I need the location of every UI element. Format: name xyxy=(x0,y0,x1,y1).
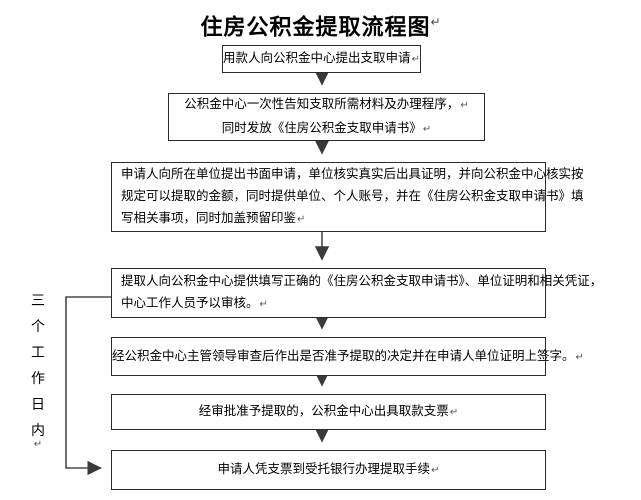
node-6-line-1: 经审批准予提取的，公积金中心出具取款支票↵ xyxy=(198,403,459,418)
pilcrow-mark: ↵ xyxy=(449,407,459,418)
page-title: 住房公积金提取流程图↵ xyxy=(0,8,641,42)
flowchart-node-1[interactable]: 用款人向公积金中心提出支取申请↵ xyxy=(222,45,421,73)
side-label-char-2: 个 xyxy=(31,319,45,335)
node-2-line-1: 公积金中心一次性告知支取所需材料及办理程序，↵ xyxy=(184,96,469,111)
node-3-line-1: 申请人向所在单位提出书面申请，单位核实真实后出具证明，并向公积金中心核实按 xyxy=(121,166,584,181)
flowchart-node-7[interactable]: 申请人凭支票到受托银行办理提取手续↵ xyxy=(111,450,546,490)
flowchart-node-4[interactable]: 提取人向公积金中心提供填写正确的《住房公积金支取申请书》、单位证明和相关凭证， … xyxy=(111,268,603,318)
pilcrow-mark: ↵ xyxy=(431,465,440,476)
page-title-text: 住房公积金提取流程图 xyxy=(200,15,431,41)
node-4-line-1: 提取人向公积金中心提供填写正确的《住房公积金支取申请书》、单位证明和相关凭证， xyxy=(121,273,603,288)
flowchart-node-5[interactable]: 经公积金中心主管领导审查后作出是否准予提取的决定并在申请人单位证明上签字。↵ xyxy=(111,337,584,376)
side-label-char-6: 内 xyxy=(31,423,45,439)
edge-node4-node7-bracket xyxy=(65,296,111,476)
flowchart-node-2[interactable]: 公积金中心一次性告知支取所需材料及办理程序，↵ 同时发放《住房公积金支取申请书》… xyxy=(168,93,485,141)
node-2-line-2: 同时发放《住房公积金支取申请书》↵ xyxy=(221,120,432,135)
node-1-line-1: 用款人向公积金中心提出支取申请↵ xyxy=(223,50,420,65)
side-label-char-5: 日 xyxy=(31,397,45,413)
side-label-char-4: 作 xyxy=(31,371,45,387)
side-label-char-1: 三 xyxy=(31,293,45,309)
node-3-line-2: 规定可以提取的金额，同时提供单位、个人账号，并在《住房公积金支取申请书》填 xyxy=(121,188,584,203)
pilcrow-mark: ↵ xyxy=(259,299,268,310)
pilcrow-mark: ↵ xyxy=(422,124,432,135)
node-3-line-3: 写相关事项，同时加盖预留印鉴↵ xyxy=(121,210,306,225)
side-label-char-3: 工 xyxy=(31,345,45,361)
node-7-line-1: 申请人凭支票到受托银行办理提取手续↵ xyxy=(217,461,440,476)
flowchart-node-3[interactable]: 申请人向所在单位提出书面申请，单位核实真实后出具证明，并向公积金中心核实按 规定… xyxy=(111,162,584,232)
pilcrow-mark: ↵ xyxy=(575,351,584,363)
pilcrow-mark: ↵ xyxy=(411,54,420,65)
flowchart-node-6[interactable]: 经审批准予提取的，公积金中心出具取款支票↵ xyxy=(111,394,546,430)
side-label-pilcrow: ↵ xyxy=(33,439,43,450)
pilcrow-mark: ↵ xyxy=(430,15,441,29)
pilcrow-mark: ↵ xyxy=(297,214,306,225)
node-4-line-2: 中心工作人员予以审核。↵ xyxy=(121,295,268,310)
pilcrow-mark: ↵ xyxy=(460,100,469,111)
node-5-line-1: 经公积金中心主管领导审查后作出是否准予提取的决定并在申请人单位证明上签字。↵ xyxy=(112,347,584,363)
side-label-three-working-days: 三 个 工 作 日 内 ↵ xyxy=(26,288,50,450)
